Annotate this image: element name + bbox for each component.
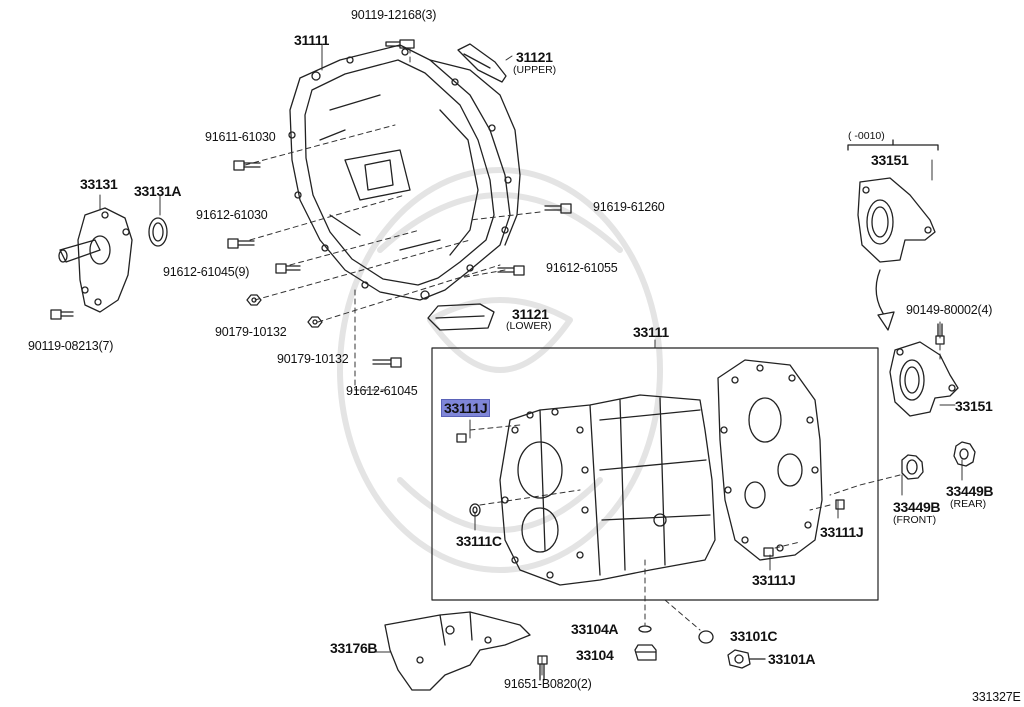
dowel-pins — [456, 433, 845, 557]
label-33101c: 33101C — [730, 628, 778, 644]
label-31111: 31111 — [294, 32, 330, 48]
label-rear: (REAR) — [950, 498, 987, 510]
label-33111: 33111 — [633, 324, 669, 340]
label-91612-61055: 91612-61055 — [546, 261, 618, 275]
bolts — [50, 39, 945, 681]
sleeve-33104 — [634, 644, 657, 661]
label-91611-61030: 91611-61030 — [205, 130, 276, 144]
watermark-logo — [337, 167, 663, 573]
cover-31121-lower — [427, 303, 495, 331]
label-91612-61045: 91612-61045 — [346, 384, 418, 398]
gear-33449b-rear — [953, 441, 976, 467]
nuts — [246, 294, 323, 328]
sleeve-33101a — [727, 649, 766, 669]
label-90179-10132-a: 90179-10132 — [215, 325, 287, 339]
label-33151-top: 33151 — [871, 152, 909, 168]
case-group-box — [431, 347, 879, 601]
arrow-33151 — [875, 269, 887, 319]
o-ring-33101c — [698, 630, 714, 644]
bearing-retainer-33131 — [58, 207, 133, 313]
label-90149-80002: 90149-80002(4) — [906, 303, 993, 317]
label-33111c: 33111C — [456, 533, 502, 549]
label-91619-61260: 91619-61260 — [593, 200, 665, 214]
label-33111j-highlighted[interactable]: 33111J — [441, 399, 491, 417]
label-33104a: 33104A — [571, 621, 619, 637]
label-90119-12168: 90119-12168(3) — [351, 8, 437, 22]
label-33449b-front: 33449B — [893, 499, 941, 515]
dashed-lines — [244, 44, 941, 631]
label-33131a: 33131A — [134, 183, 182, 199]
arrow-head — [877, 311, 895, 331]
label-91612-61045-9: 91612-61045(9) — [163, 265, 250, 279]
label-33111j-bottom: 33111J — [752, 572, 796, 588]
label-31121-upper: 31121 — [516, 49, 553, 65]
label-33104: 33104 — [576, 647, 614, 663]
adapter-plate — [717, 359, 823, 561]
label-90179-10132-b: 90179-10132 — [277, 352, 349, 366]
bracket-note: ( -0010) — [848, 130, 885, 142]
o-ring-33104a — [638, 625, 652, 633]
bracket-33176b — [384, 611, 531, 691]
bell-housing-31111 — [288, 44, 521, 301]
cover-31121-upper — [457, 43, 507, 83]
gear-33449b-front — [901, 454, 924, 480]
transmission-case-33111 — [499, 394, 716, 586]
label-33111j-right: 33111J — [820, 524, 864, 540]
label-33176b: 33176B — [330, 640, 378, 656]
extension-33151-top — [847, 139, 939, 263]
label-33151-bottom: 33151 — [955, 398, 993, 414]
label-90119-08213: 90119-08213(7) — [28, 339, 114, 353]
diagram-code: 331327E — [972, 690, 1021, 704]
label-91651-b0820: 91651-B0820(2) — [504, 677, 592, 691]
extension-33151-bottom — [889, 341, 959, 417]
oil-seal-33131a — [148, 217, 168, 247]
label-33449b-rear: 33449B — [946, 483, 994, 499]
leader-lines — [99, 44, 963, 676]
label-33131: 33131 — [80, 176, 118, 192]
label-lower: (LOWER) — [506, 320, 552, 332]
label-upper: (UPPER) — [513, 64, 557, 76]
label-front: (FRONT) — [893, 514, 937, 526]
label-33101a: 33101A — [768, 651, 816, 667]
label-91612-61030: 91612-61030 — [196, 208, 268, 222]
label-31121-lower: 31121 — [512, 306, 549, 322]
